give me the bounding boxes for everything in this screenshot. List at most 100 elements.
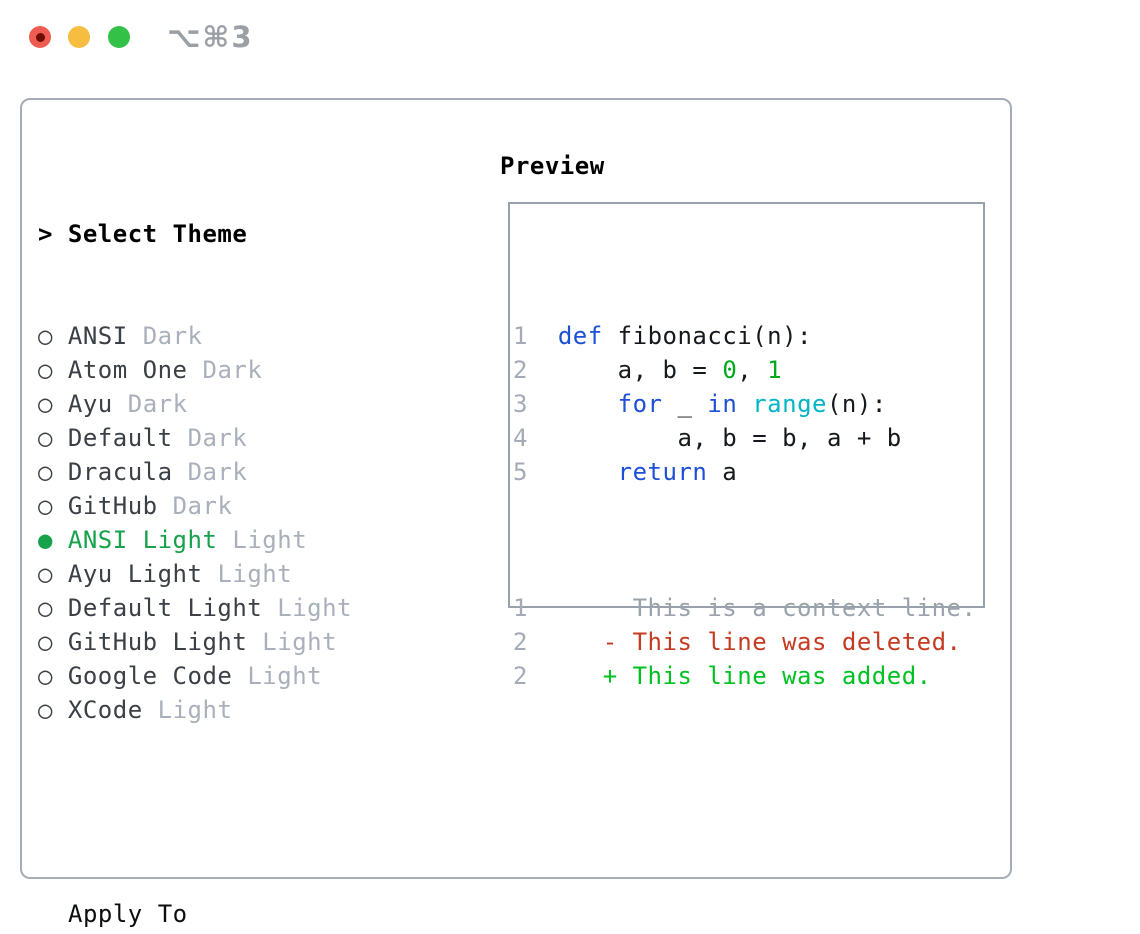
theme-variant-tag: Light: [247, 662, 323, 690]
radio-unselected-icon: ○: [38, 662, 68, 690]
apply-to-header: Apply To: [68, 900, 188, 928]
theme-variant-tag: Dark: [202, 356, 263, 384]
spacer: [38, 795, 457, 829]
theme-option-xcode[interactable]: ○ XCode Light: [38, 693, 457, 727]
line-number: 1: [513, 322, 558, 350]
diff-line: 1 This is a context line.: [513, 591, 976, 625]
close-dot-icon: [35, 32, 45, 42]
select-theme-header-label: Select Theme: [67, 220, 248, 248]
code-line: 3 for _ in range(n):: [513, 387, 976, 421]
code-token: in: [707, 390, 738, 418]
radio-unselected-icon: ○: [38, 560, 68, 588]
code-token: - This line was deleted.: [557, 628, 962, 656]
code-token: This is a context line.: [557, 594, 977, 622]
theme-variant-tag: Dark: [142, 322, 203, 350]
theme-name: Default Light: [67, 594, 263, 622]
code-token: (n):: [826, 390, 887, 418]
line-number: 2: [513, 356, 558, 384]
minimize-button[interactable]: [68, 26, 90, 48]
titlebar: ⌥⌘3: [0, 0, 1140, 75]
theme-variant-tag: Dark: [127, 390, 188, 418]
theme-name: Dracula: [67, 458, 173, 486]
theme-name: GitHub: [67, 492, 158, 520]
theme-variant-tag: Dark: [172, 492, 233, 520]
theme-option-default-light[interactable]: ○ Default Light Light: [38, 591, 457, 625]
radio-unselected-icon: ○: [38, 594, 68, 622]
theme-option-ayu-light[interactable]: ○ Ayu Light Light: [38, 557, 457, 591]
theme-option-dracula[interactable]: ○ Dracula Dark: [38, 455, 457, 489]
theme-variant-tag: Light: [262, 628, 338, 656]
theme-name: ANSI: [67, 322, 128, 350]
line-number: 5: [513, 458, 558, 486]
radio-unselected-icon: ○: [38, 696, 68, 724]
theme-variant-tag: Light: [232, 526, 308, 554]
radio-unselected-icon: ○: [38, 390, 68, 418]
theme-name: Ayu: [67, 390, 113, 418]
radio-unselected-icon: ○: [38, 322, 68, 350]
radio-unselected-icon: ○: [38, 628, 68, 656]
code-token: 1: [767, 356, 783, 384]
line-number: 1: [513, 594, 558, 622]
code-line: 2 a, b = 0, 1: [513, 353, 976, 387]
code-token: return: [617, 458, 708, 486]
select-theme-header: > Select Theme: [38, 217, 457, 251]
theme-option-github-light[interactable]: ○ GitHub Light Light: [38, 625, 457, 659]
code-token: a, b = b, a + b: [557, 424, 902, 452]
code-line: 4 a, b = b, a + b: [513, 421, 976, 455]
theme-name: ANSI Light: [67, 526, 218, 554]
theme-option-ayu[interactable]: ○ Ayu Dark: [38, 387, 457, 421]
diff-line: 2 + This line was added.: [513, 659, 976, 693]
theme-variant-tag: Dark: [187, 424, 248, 452]
theme-variant-tag: Light: [157, 696, 233, 724]
code-token: [558, 458, 618, 486]
code-token: [558, 390, 618, 418]
window-title: ⌥⌘3: [167, 20, 254, 54]
preview-header: Preview: [500, 152, 605, 180]
code-token: for: [617, 390, 663, 418]
radio-selected-icon: ●: [38, 526, 68, 554]
radio-unselected-icon: ○: [38, 424, 68, 452]
diff-line: 2 - This line was deleted.: [513, 625, 976, 659]
theme-option-ansi[interactable]: ○ ANSI Dark: [38, 319, 457, 353]
preview-box: [508, 202, 985, 608]
theme-option-github[interactable]: ○ GitHub Dark: [38, 489, 457, 523]
theme-name: Atom One: [67, 356, 188, 384]
code-token: + This line was added.: [557, 662, 932, 690]
code-token: _: [662, 390, 708, 418]
code-line: 1 def fibonacci(n):: [513, 319, 976, 353]
line-number: 4: [513, 424, 558, 452]
prompt-icon: >: [38, 220, 53, 248]
theme-name: GitHub Light: [67, 628, 248, 656]
theme-name: Google Code: [67, 662, 233, 690]
line-number: 2: [513, 662, 558, 690]
code-token: 0: [722, 356, 738, 384]
theme-name: XCode: [67, 696, 143, 724]
line-number: 2: [513, 628, 558, 656]
code-token: ,: [737, 356, 768, 384]
radio-unselected-icon: ○: [38, 356, 68, 384]
theme-variant-tag: Dark: [187, 458, 248, 486]
code-token: def: [557, 322, 603, 350]
code-token: fibonacci(n):: [602, 322, 813, 350]
radio-unselected-icon: ○: [38, 492, 68, 520]
theme-option-ansi-light[interactable]: ● ANSI Light Light: [38, 523, 457, 557]
line-number: 3: [513, 390, 558, 418]
theme-name: Ayu Light: [67, 560, 203, 588]
code-token: range: [752, 390, 827, 418]
theme-option-google-code[interactable]: ○ Google Code Light: [38, 659, 457, 693]
close-button[interactable]: [29, 26, 51, 48]
theme-variant-tag: Light: [217, 560, 293, 588]
theme-variant-tag: Light: [277, 594, 352, 622]
theme-option-atom-one[interactable]: ○ Atom One Dark: [38, 353, 457, 387]
code-token: [737, 390, 752, 418]
radio-unselected-icon: ○: [38, 458, 68, 486]
diff-snippet: 1 This is a context line.2 - This line w…: [513, 591, 976, 693]
code-line: 5 return a: [513, 455, 976, 489]
maximize-button[interactable]: [108, 26, 130, 48]
